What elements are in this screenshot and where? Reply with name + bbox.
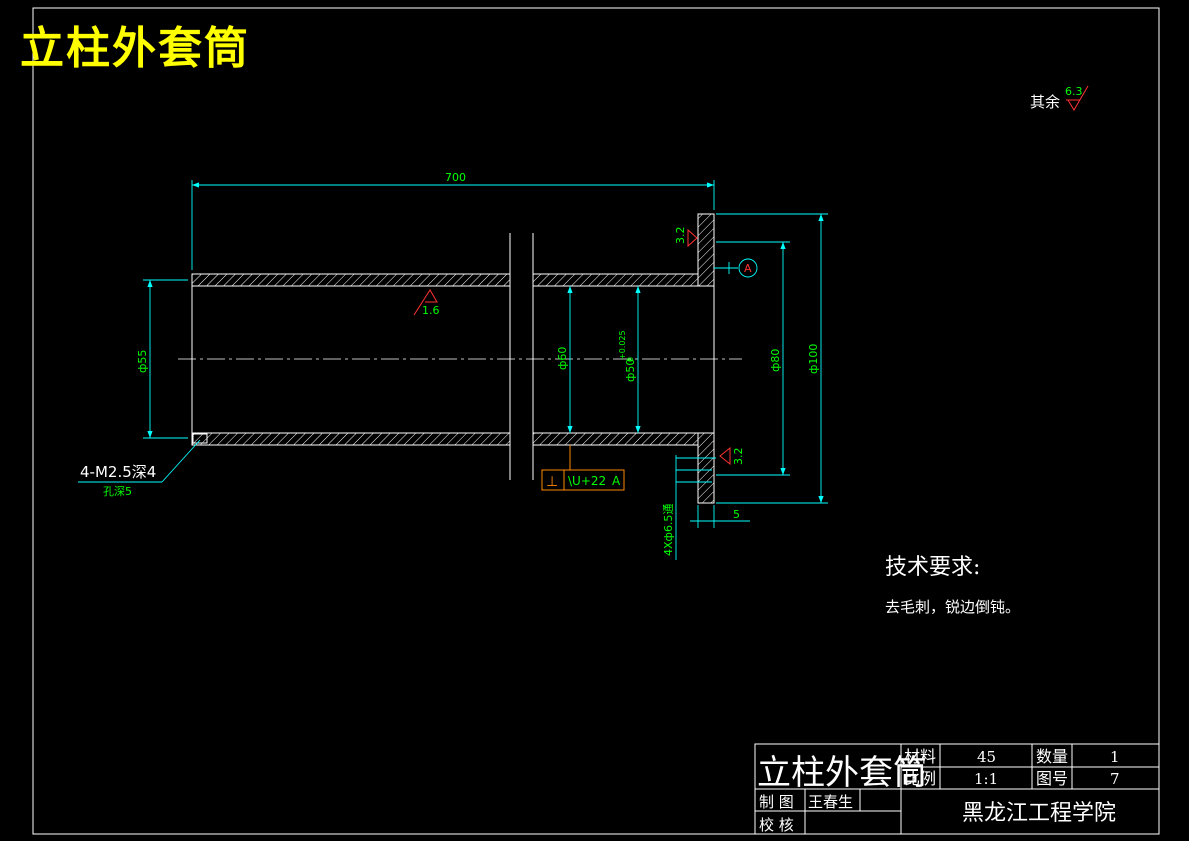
part-outline: [191, 213, 715, 504]
sheet-border: [32, 7, 1160, 835]
tb-material-label: 材料: [904, 747, 936, 766]
dimension-lines: [78, 180, 828, 560]
dim-length: 700: [445, 171, 466, 184]
tolerance-datum: A: [612, 474, 621, 488]
dim-d55: ф55: [136, 350, 149, 373]
roughness-symbols: [413, 85, 1089, 466]
tech-req-heading: 技术要求:: [885, 555, 980, 580]
title-block-grid: [754, 743, 1160, 835]
dim-d100: ф100: [807, 344, 820, 374]
tb-material-value: 45: [977, 748, 996, 766]
tb-part-name: 立柱外套筒: [757, 753, 927, 793]
datum-letter: A: [744, 262, 752, 275]
tb-institution: 黑龙江工程学院: [962, 801, 1116, 826]
dim-thread: 4-M2.5深4: [80, 463, 156, 481]
dim-d60: ф60: [556, 347, 569, 370]
dim-thread-hole: 孔深5: [103, 485, 132, 498]
tb-quantity-label: 数量: [1036, 747, 1068, 766]
tolerance-frame: [541, 445, 625, 491]
tolerance-value: \U+22: [568, 474, 606, 488]
roughness-value-2: 3.2: [674, 227, 687, 245]
tb-scale-label: 比例: [904, 769, 936, 788]
dim-d50-tol-lower: 0: [626, 357, 635, 362]
tb-quantity-value: 1: [1110, 748, 1120, 766]
tb-drawing-no-value: 7: [1110, 770, 1120, 788]
roughness-general-value: 6.3: [1065, 85, 1083, 98]
tb-scale-value: 1:1: [974, 770, 998, 788]
dim-d80: ф80: [769, 349, 782, 372]
tb-checked-label: 校 核: [759, 816, 794, 834]
roughness-value-3: 3.2: [732, 448, 745, 466]
dim-thickness: 5: [733, 508, 740, 521]
tb-drawing-no-label: 图号: [1036, 769, 1068, 788]
dim-d50-tol-upper: +0.025: [618, 330, 627, 360]
tech-req-text: 去毛刺，锐边倒钝。: [885, 598, 1020, 616]
dim-d50: ф50: [624, 359, 637, 382]
tb-drawn-name: 王春生: [808, 793, 853, 811]
tb-drawn-label: 制 图: [759, 793, 794, 811]
dim-flange-holes: 4Xф6.5通: [662, 504, 675, 556]
drawing-heading: 立柱外套筒: [20, 23, 250, 74]
tolerance-symbol: ⊥: [546, 474, 558, 490]
roughness-general-label: 其余: [1030, 93, 1060, 111]
roughness-value-1: 1.6: [422, 304, 440, 317]
